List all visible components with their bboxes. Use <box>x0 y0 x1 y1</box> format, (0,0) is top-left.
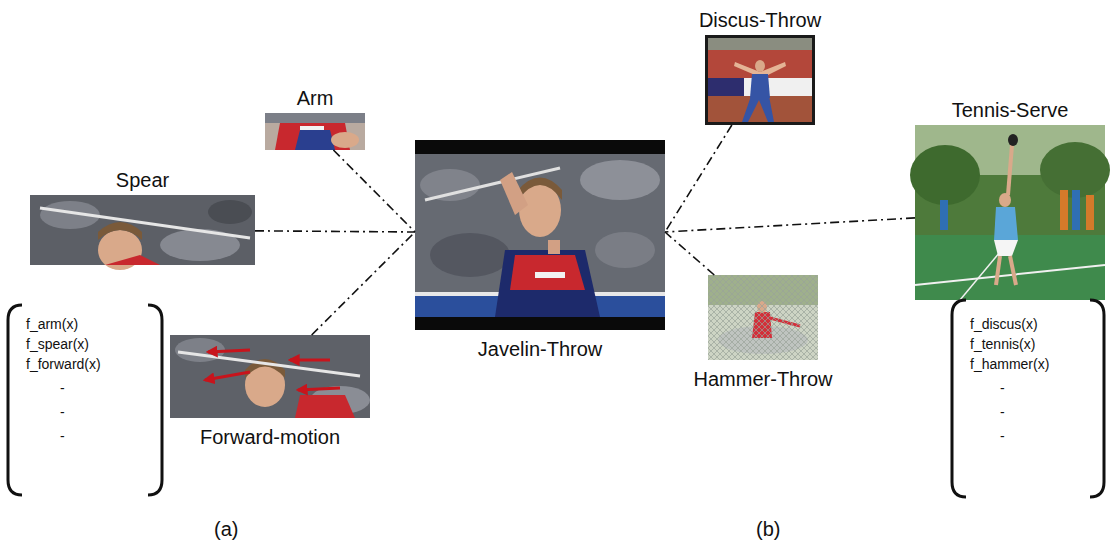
arm-photo <box>265 113 365 150</box>
dash-dot-connector <box>255 231 415 232</box>
image-caption: Tennis-Serve <box>952 99 1069 121</box>
forward-motion-crop: Forward-motion <box>170 335 370 418</box>
feature-entry: - <box>60 428 65 444</box>
discus-frame: Discus-Throw <box>705 35 815 125</box>
spear-photo <box>30 195 255 270</box>
image-caption: Forward-motion <box>200 426 340 448</box>
discus-photo <box>705 35 815 125</box>
feature-entry: - <box>1000 404 1005 420</box>
image-caption: Arm <box>297 87 334 109</box>
feature-entry: f_hammer(x) <box>970 356 1049 372</box>
tennis-frame: Tennis-Serve <box>915 125 1105 300</box>
dash-dot-connector <box>665 218 915 232</box>
image-caption: Discus-Throw <box>699 9 821 31</box>
image-caption: Hammer-Throw <box>694 368 833 390</box>
dash-dot-connector <box>312 232 415 335</box>
forward-motion-photo <box>170 335 370 418</box>
spear-crop: Spear <box>30 195 255 265</box>
feature-entry: - <box>1000 428 1005 444</box>
vector-bracket <box>8 300 1104 497</box>
dash-dot-connector <box>665 232 714 275</box>
javelin-photo <box>415 140 665 330</box>
javelin-frame: Javelin-Throw <box>415 140 665 330</box>
feature-entry: f_tennis(x) <box>970 336 1035 352</box>
image-caption: Spear <box>116 169 169 191</box>
hammer-frame: Hammer-Throw <box>708 275 818 360</box>
panel-label: (a) <box>214 518 238 540</box>
panel-label: (b) <box>756 518 780 540</box>
feature-entry: - <box>60 380 65 396</box>
feature-entry: f_forward(x) <box>26 356 101 372</box>
image-caption: Javelin-Throw <box>478 338 602 360</box>
arm-crop: Arm <box>265 113 365 150</box>
tennis-photo <box>910 125 1110 300</box>
feature-entry: f_spear(x) <box>26 336 89 352</box>
dash-dot-connector <box>333 150 415 232</box>
feature-entry: - <box>1000 380 1005 396</box>
feature-entry: f_arm(x) <box>26 316 78 332</box>
hammer-photo <box>708 275 818 360</box>
feature-entry: - <box>60 404 65 420</box>
dash-dot-connector <box>665 125 732 232</box>
feature-entry: f_discus(x) <box>970 316 1038 332</box>
